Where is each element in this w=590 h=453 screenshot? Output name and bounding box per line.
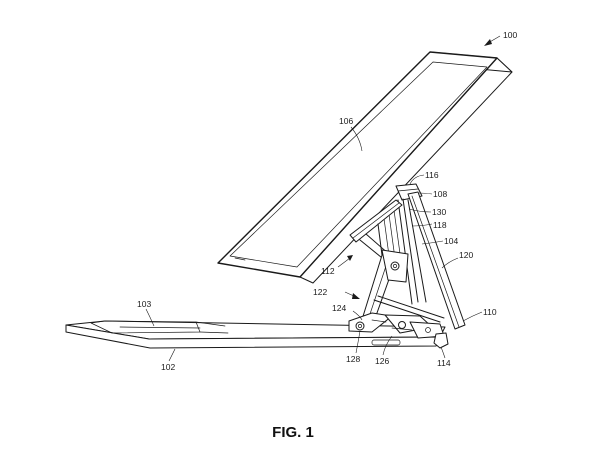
label-100: 100	[503, 30, 517, 40]
label-112: 112	[321, 266, 335, 276]
label-118: 118	[433, 220, 447, 230]
label-120: 120	[459, 250, 473, 260]
label-106: 106	[339, 116, 353, 126]
label-128: 128	[346, 354, 360, 364]
label-110: 110	[483, 307, 497, 317]
label-114: 114	[437, 358, 451, 368]
stand-mechanism	[348, 183, 466, 349]
label-130: 130	[432, 207, 446, 217]
keyboard-base	[65, 320, 446, 349]
label-122: 122	[313, 287, 327, 297]
label-104: 104	[444, 236, 458, 246]
figure-caption: FIG. 1	[272, 424, 314, 441]
reference-labels: 100 106 116 108 130 118 104 120 112 122 …	[137, 30, 517, 372]
label-108: 108	[433, 189, 447, 199]
display-panel	[217, 51, 513, 284]
leader-lines	[145, 35, 501, 362]
label-116: 116	[425, 170, 439, 180]
label-126: 126	[375, 356, 389, 366]
label-103: 103	[137, 299, 151, 309]
label-124: 124	[332, 303, 346, 313]
label-102: 102	[161, 362, 175, 372]
